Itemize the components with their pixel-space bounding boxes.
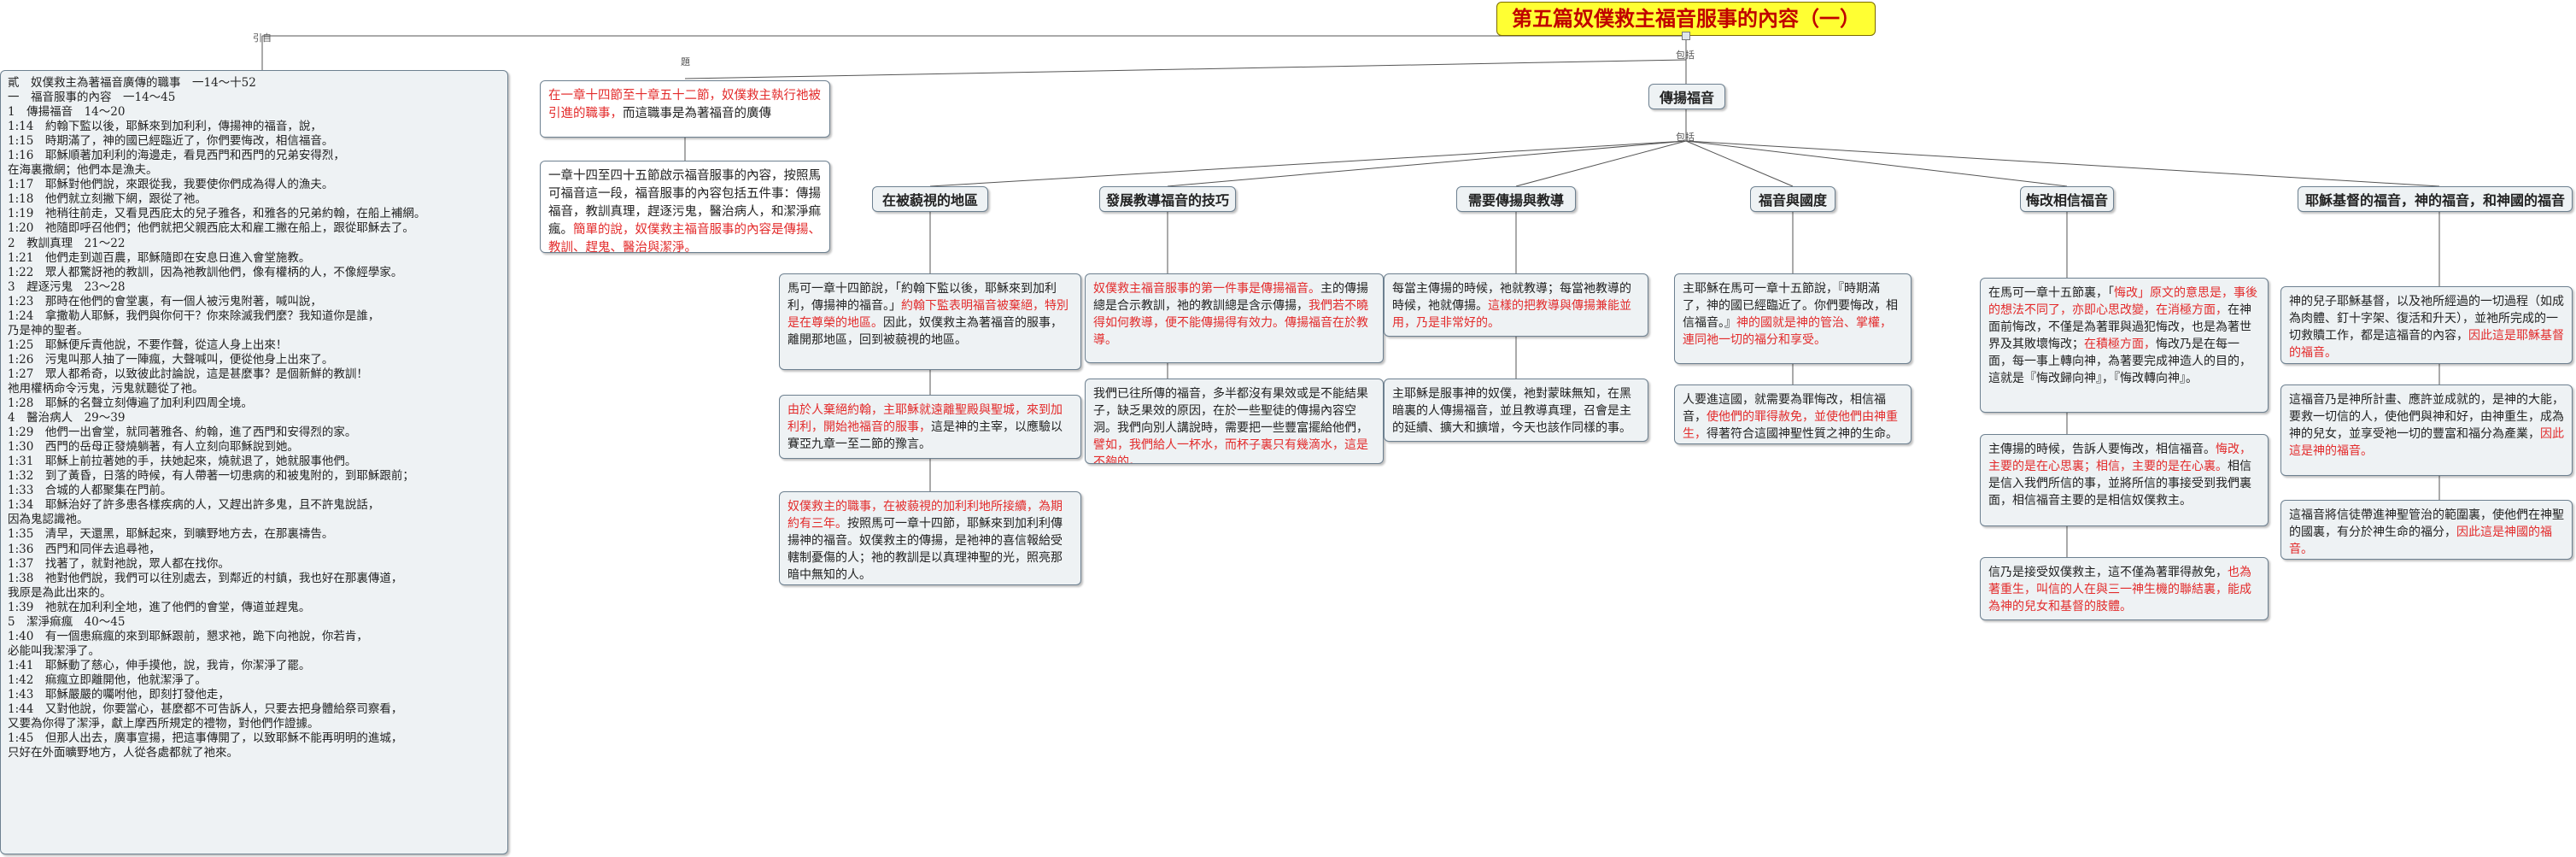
edge-label-include: 包括 bbox=[1676, 50, 1695, 61]
note-text: 相信是信入我們所信的事，並將所信的事接受到我們裏面，相信福音主要的是相信奴僕救主… bbox=[1988, 460, 2251, 508]
note-text: 這福音將信徒帶進神聖管治的範圍裏，使他們在神聖的國裏，有分於神生命的福分， bbox=[2289, 508, 2564, 539]
note-text: 這樣的把教導與傳揚兼能並用，乃是非常好的。 bbox=[1392, 299, 1631, 330]
note-text: 也為著重生，叫信的人在與三一神生機的聯結裏，能成為神的兒女和基督的肢體。 bbox=[1988, 566, 2251, 613]
note-text: 神的國就是神的管治、掌權，連同祂一切的福分和享受。 bbox=[1683, 316, 1892, 347]
root-expand-icon[interactable] bbox=[1682, 32, 1690, 40]
summary-text: 一章十四至四十五節啟示福音服事的內容，按照馬可福音這一段，福音服事的內容包括五件… bbox=[548, 169, 821, 237]
note-text: 按照馬可一章十四節，耶穌來到加利利傳揚神的福音。奴僕救主的傳揚，是祂神的喜信報給… bbox=[787, 517, 1063, 582]
note-text: 使他們的罪得赦免，並使他們由神重生， bbox=[1683, 410, 1898, 441]
topic-heading-2: 發展教導福音的技巧 bbox=[1099, 186, 1236, 212]
note-text: 因此這是耶穌基督的福音。 bbox=[2289, 329, 2564, 360]
note-text: 因此，奴僕救主為著福音的服事，離開那地區，回到被藐視的地區。 bbox=[787, 316, 1063, 347]
note-text: 悔改，主要的是在心思裏；相信，主要的是在心裏。 bbox=[1988, 443, 2251, 473]
note-2-2: 我們已往所傳的福音，多半都沒有果效或是不能結果子，缺乏果效的原因，在於一些聖徒的… bbox=[1085, 379, 1384, 464]
note-5-1: 在馬可一章十五節裏，「悔改」原文的意思是，事後的想法不同了，亦即心思改變，在消極… bbox=[1980, 278, 2269, 413]
note-6-2: 這福音乃是神所計畫、應許並成就的，是神的大能，要救一切信的人，使他們與神和好，由… bbox=[2280, 384, 2573, 476]
root-title: 第五篇奴僕救主福音服事的內容（一） bbox=[1496, 2, 1876, 36]
edge-label-subject: 題 bbox=[681, 56, 690, 68]
note-1-2: 由於人棄絕約翰，主耶穌就遠離聖殿與聖城，來到加利利，開始祂福音的服事，這是神的主… bbox=[779, 395, 1081, 459]
summary-red: 簡單的說，奴僕救主福音服事的內容是傳揚、教訓、趕鬼、醫治與潔淨。 bbox=[548, 223, 821, 253]
note-text: 得著符合這國神聖性質之神的生命。 bbox=[1707, 427, 1898, 441]
topic-heading-1: 在被藐視的地區 bbox=[872, 186, 988, 212]
note-text: 我們若不曉得如何教導，便不能傳揚得有效力。傳揚福音在於教導。 bbox=[1093, 299, 1368, 347]
edge-col-3 bbox=[1515, 140, 1687, 187]
note-text: 這是神的主宰，以應驗以賽亞九章一至二節的豫言。 bbox=[787, 420, 1063, 451]
note-1-1: 馬可一章十四節說，「約翰下監以後，耶穌來到加利利，傳揚神的福音。」約翰下監表明福… bbox=[779, 273, 1081, 370]
preach-node: 傳揚福音 bbox=[1648, 84, 1725, 109]
edge-col-4 bbox=[1685, 140, 1794, 187]
note-text: 奴僕救主福音服事的第一件事是傳揚福音。 bbox=[1093, 282, 1320, 296]
note-text: 主傳揚的時候，告訴人要悔改，相信福音。 bbox=[1988, 443, 2216, 456]
note-text: 每當主傳揚的時候，祂就教導；每當祂教導的時候，祂就傳揚。 bbox=[1392, 282, 1631, 313]
note-text: 這福音乃是神所計畫、應許並成就的，是神的大能，要救一切信的人，使他們與神和好，由… bbox=[2289, 393, 2564, 441]
note-text: 在神面前悔改，不僅是為著罪與過犯悔改，也是為著世界及其敗壞悔改； bbox=[1988, 303, 2251, 351]
note-text: 主耶穌在馬可一章十五節說，『時期滿了，神的國已經臨近了。你們要悔改，相信福音。』 bbox=[1683, 282, 1898, 330]
note-text: 約翰下監表明福音被棄絕，特別是在尊榮的地區。 bbox=[787, 299, 1068, 330]
note-text: 信乃是接受奴僕救主，這不僅為著罪得赦免， bbox=[1988, 566, 2228, 579]
edge-col-5 bbox=[1685, 140, 2068, 187]
note-2-1: 奴僕救主福音服事的第一件事是傳揚福音。主的傳揚總是合示教訓，祂的教訓總是含示傳揚… bbox=[1085, 273, 1384, 363]
note-text: 因此這是神的福音。 bbox=[2289, 427, 2564, 458]
topic-heading-3: 需要傳揚與教導 bbox=[1456, 186, 1576, 212]
note-text: 神的兒子耶穌基督，以及祂所經過的一切過程（如成為肉體、釘十字架、復活和升天），並… bbox=[2289, 295, 2564, 343]
intro-red: 在一章十四節至十章五十二節，奴僕救主執行祂被引進的職事， bbox=[548, 89, 821, 120]
note-text: 主耶穌是服事神的奴僕，祂對蒙昧無知，在黑暗裏的人傳揚福音，並且教導真理，召會是主… bbox=[1392, 387, 1631, 435]
edge-root-intro bbox=[684, 59, 1687, 79]
note-text: 由於人棄絕約翰，主耶穌就遠離聖殿與聖城，來到加利利，開始祂福音的服事， bbox=[787, 403, 1063, 434]
note-4-1: 主耶穌在馬可一章十五節說，『時期滿了，神的國已經臨近了。你們要悔改，相信福音。』… bbox=[1674, 273, 1912, 364]
note-5-2: 主傳揚的時候，告訴人要悔改，相信福音。悔改，主要的是在心思裏；相信，主要的是在心… bbox=[1980, 434, 2269, 526]
note-text: 馬可一章十四節說，「約翰下監以後，耶穌來到加利利，傳揚神的福音。」 bbox=[787, 282, 1057, 313]
note-6-1: 神的兒子耶穌基督，以及祂所經過的一切過程（如成為肉體、釘十字架、復活和升天），並… bbox=[2280, 286, 2573, 364]
note-text: 在馬可一章十五節裏，「 bbox=[1988, 286, 2114, 300]
intro-black: 而這職事是為著福音的廣傳 bbox=[623, 107, 771, 120]
scripture-list: 貳 奴僕救主為著福音廣傳的職事 一14～十52 一 福音服事的內容 一14～45… bbox=[0, 70, 508, 854]
note-4-2: 人要進這國，就需要為罪悔改，相信福音，使他們的罪得赦免，並使他們由神重生，得著符… bbox=[1674, 384, 1912, 444]
edge-label-include-2: 包括 bbox=[1676, 132, 1695, 143]
note-text: 我們已往所傳的福音，多半都沒有果效或是不能結果子，缺乏果效的原因，在於一些聖徒的… bbox=[1093, 387, 1368, 435]
note-1-3: 奴僕救主的職事，在被藐視的加利利地所接續，為期約有三年。按照馬可一章十四節，耶穌… bbox=[779, 491, 1081, 585]
note-3-1: 每當主傳揚的時候，祂就教導；每當祂教導的時候，祂就傳揚。這樣的把教導與傳揚兼能並… bbox=[1384, 273, 1648, 337]
topic-heading-6: 耶穌基督的福音，神的福音，和神國的福音 bbox=[2298, 186, 2573, 212]
note-text: 主的傳揚總是合示教訓，祂的教訓總是含示傳揚， bbox=[1093, 282, 1368, 313]
note-text: 譬如，我們給人一杯水，而杯子裏只有幾滴水，這是不夠的。 bbox=[1093, 438, 1368, 464]
note-5-3: 信乃是接受奴僕救主，這不僅為著罪得赦免，也為著重生，叫信的人在與三一神生機的聯結… bbox=[1980, 557, 2269, 620]
edge-col-6 bbox=[1685, 140, 2440, 187]
note-text: 在積極方面， bbox=[2084, 338, 2156, 351]
note-text: 悔改」原文的意思是，事後的想法不同了，亦即心思改變，在消極方面， bbox=[1988, 286, 2257, 317]
note-text: 悔改乃是在每一面，每一事上轉向神，為著要完成神造人的目的，這就是『悔改歸向神』，… bbox=[1988, 338, 2251, 385]
note-text: 因此這是神國的福音。 bbox=[2289, 525, 2552, 556]
summary-node: 一章十四至四十五節啟示福音服事的內容，按照馬可福音這一段，福音服事的內容包括五件… bbox=[540, 161, 830, 253]
note-text: 人要進這國，就需要為罪悔改，相信福音， bbox=[1683, 393, 1886, 424]
edge-label-quote: 引自 bbox=[253, 32, 272, 44]
edge-col-2 bbox=[1167, 140, 1687, 187]
note-3-2: 主耶穌是服事神的奴僕，祂對蒙昧無知，在黑暗裏的人傳揚福音，並且教導真理，召會是主… bbox=[1384, 379, 1648, 442]
note-text: 奴僕救主的職事，在被藐視的加利利地所接續，為期約有三年。 bbox=[787, 500, 1063, 531]
edge-col-1 bbox=[929, 140, 1687, 187]
topic-heading-4: 福音與國度 bbox=[1750, 186, 1835, 212]
topic-heading-5: 悔改相信福音 bbox=[2020, 186, 2114, 212]
note-6-3: 這福音將信徒帶進神聖管治的範圍裏，使他們在神聖的國裏，有分於神生命的福分，因此這… bbox=[2280, 500, 2573, 560]
intro-node: 在一章十四節至十章五十二節，奴僕救主執行祂被引進的職事，而這職事是為著福音的廣傳 bbox=[540, 80, 830, 138]
